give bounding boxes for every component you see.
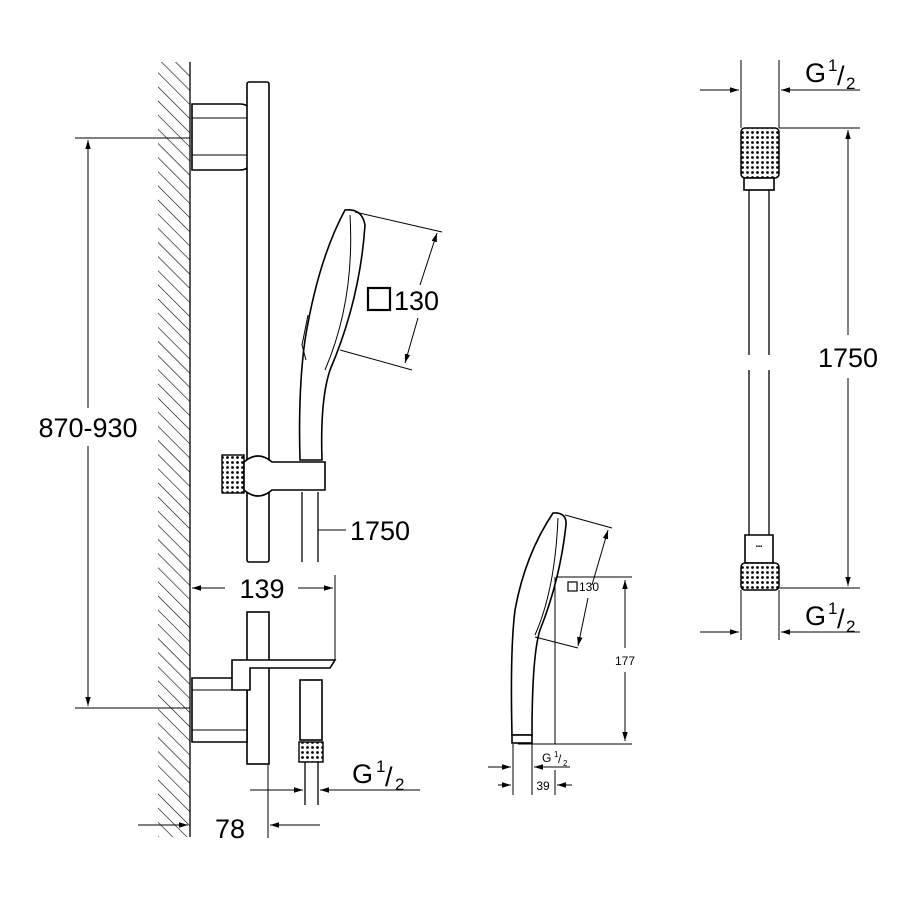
handshower-height-label: 177 xyxy=(615,654,635,668)
svg-text:2: 2 xyxy=(846,617,855,636)
svg-text:G: G xyxy=(542,751,551,765)
wall-distance-label: 78 xyxy=(215,814,245,844)
hose-nut xyxy=(298,741,324,763)
svg-text:/: / xyxy=(558,752,562,766)
svg-text:2: 2 xyxy=(846,74,855,93)
slider-knob xyxy=(221,454,245,494)
hose-bottom-nut xyxy=(740,562,780,591)
square-symbol-icon-small xyxy=(567,581,578,592)
svg-text:/: / xyxy=(837,61,845,91)
projection-label: 139 xyxy=(239,574,284,604)
hand-shower xyxy=(298,208,366,461)
height-range-label: 870-930 xyxy=(38,413,137,443)
svg-text:G: G xyxy=(352,759,373,789)
slider-holder xyxy=(243,455,326,497)
svg-text:1: 1 xyxy=(828,599,837,618)
svg-text:/: / xyxy=(385,762,393,792)
hose-length-label: 1750 xyxy=(818,343,878,373)
svg-text:1: 1 xyxy=(376,757,385,776)
hose-top-nut xyxy=(740,127,780,179)
svg-text:1: 1 xyxy=(554,750,559,759)
bottom-wall-bracket xyxy=(191,677,248,743)
hand-shower-small: 130 177 G 1 / 2 39 xyxy=(488,512,635,795)
svg-text:1: 1 xyxy=(828,56,837,75)
svg-text:39: 39 xyxy=(536,779,550,793)
dim-wall-distance: 78 xyxy=(138,765,320,844)
shower-rail xyxy=(191,81,337,805)
dim-head: 130 xyxy=(339,211,443,371)
head-size-label: 130 xyxy=(394,286,439,316)
wall xyxy=(158,62,191,837)
shower-hose: ▪▪▪ G 1 / 2 1750 G 1 / 2 xyxy=(700,56,878,640)
svg-text:▪▪▪: ▪▪▪ xyxy=(756,544,762,550)
top-wall-bracket xyxy=(191,103,251,171)
svg-text:2: 2 xyxy=(563,759,568,768)
svg-text:G: G xyxy=(805,58,826,88)
square-symbol-icon xyxy=(366,286,392,312)
svg-text:2: 2 xyxy=(395,775,404,794)
svg-text:G: G xyxy=(805,601,826,631)
hose-length-side-label: 1750 xyxy=(350,516,410,546)
dim-height: 870-930 xyxy=(38,137,190,709)
rail-upper xyxy=(246,81,270,563)
dim-projection: 139 xyxy=(192,574,336,660)
hose-lower xyxy=(299,679,323,741)
dim-thread-main: G 1 / 2 xyxy=(250,757,420,794)
svg-text:130: 130 xyxy=(579,580,599,594)
svg-text:/: / xyxy=(837,604,845,634)
